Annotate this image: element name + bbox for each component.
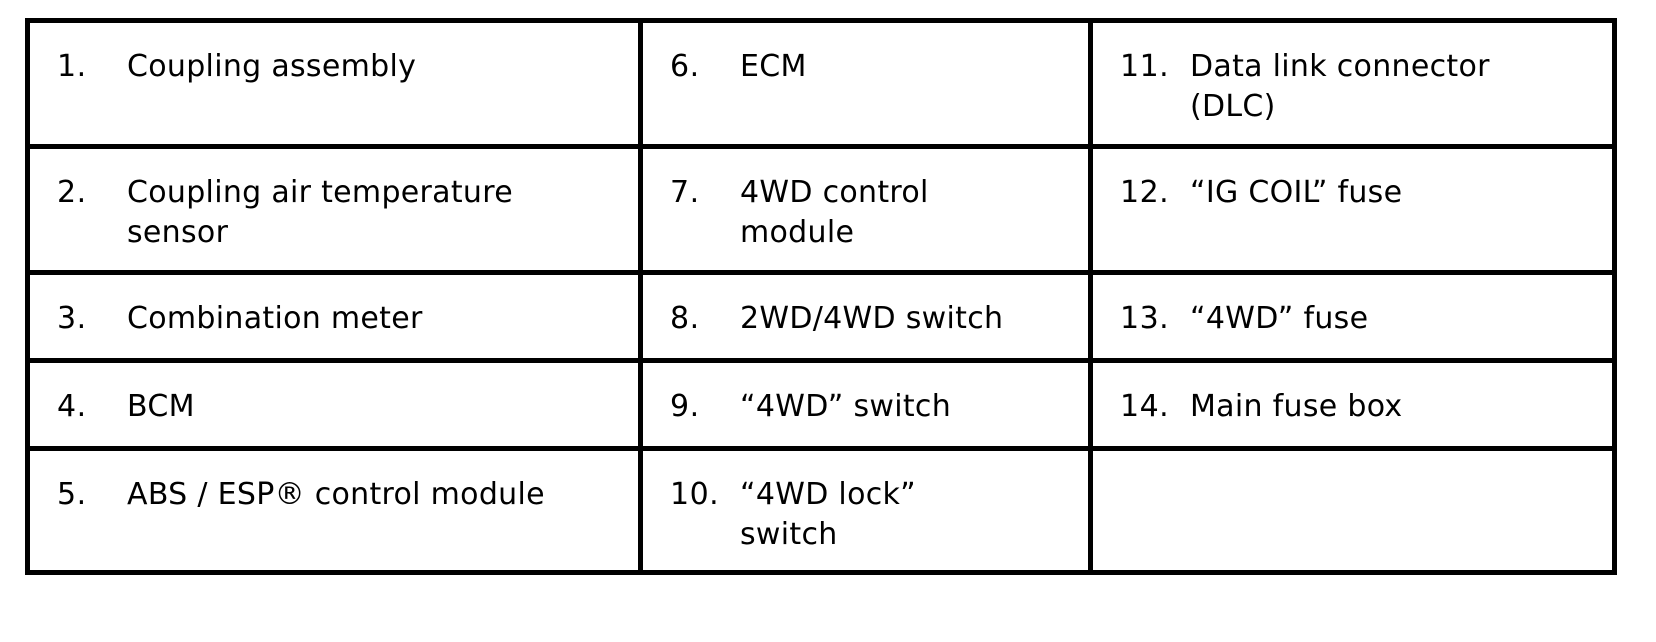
legend-cell-4: 4. BCM: [25, 358, 643, 451]
legend-item-label: Coupling assembly: [127, 49, 417, 84]
legend-item-number: 14.: [1120, 389, 1170, 424]
legend-cell-13: 13. “4WD” fuse: [1088, 270, 1617, 363]
legend-item-number: 6.: [670, 49, 700, 84]
legend-item-label: 2WD/4WD switch: [740, 301, 1004, 336]
table-row: 4. BCM 9. “4WD” switch 14. Main fuse box: [25, 358, 1617, 451]
legend-item-number: 11.: [1120, 49, 1170, 84]
table-row: 5. ABS / ESP® control module 10. “4WD lo…: [25, 446, 1617, 575]
legend-item-label: Coupling air temperature sensor: [127, 175, 513, 250]
table-row: 3. Combination meter 8. 2WD/4WD switch 1…: [25, 270, 1617, 363]
legend-item-label: “4WD” switch: [740, 389, 952, 424]
legend-item-label: Main fuse box: [1190, 389, 1403, 424]
legend-item-number: 8.: [670, 301, 700, 336]
component-legend-table: 1. Coupling assembly 6. ECM 11. Data lin…: [25, 18, 1617, 575]
legend-cell-6: 6. ECM: [638, 18, 1093, 149]
table-row: 2. Coupling air temperature sensor 7. 4W…: [25, 144, 1617, 275]
legend-item-number: 7.: [670, 175, 700, 210]
legend-item-label: Data link connector (DLC): [1190, 49, 1490, 124]
legend-item-label: “IG COIL” fuse: [1190, 175, 1403, 210]
legend-cell-8: 8. 2WD/4WD switch: [638, 270, 1093, 363]
legend-cell-empty: [1088, 446, 1617, 575]
legend-item-number: 4.: [57, 389, 87, 424]
legend-item-number: 1.: [57, 49, 87, 84]
legend-item-number: 2.: [57, 175, 87, 210]
legend-cell-12: 12. “IG COIL” fuse: [1088, 144, 1617, 275]
legend-cell-9: 9. “4WD” switch: [638, 358, 1093, 451]
legend-item-number: 5.: [57, 477, 87, 512]
legend-cell-14: 14. Main fuse box: [1088, 358, 1617, 451]
legend-item-number: 9.: [670, 389, 700, 424]
legend-cell-7: 7. 4WD control module: [638, 144, 1093, 275]
legend-item-number: 10.: [670, 477, 720, 512]
legend-item-label: 4WD control module: [740, 175, 929, 250]
legend-cell-10: 10. “4WD lock” switch: [638, 446, 1093, 575]
table-row: 1. Coupling assembly 6. ECM 11. Data lin…: [25, 18, 1617, 149]
legend-item-number: 3.: [57, 301, 87, 336]
legend-cell-3: 3. Combination meter: [25, 270, 643, 363]
legend-cell-1: 1. Coupling assembly: [25, 18, 643, 149]
legend-item-number: 12.: [1120, 175, 1170, 210]
legend-item-number: 13.: [1120, 301, 1170, 336]
legend-table-container: 1. Coupling assembly 6. ECM 11. Data lin…: [25, 18, 1617, 575]
legend-item-label: “4WD lock” switch: [740, 477, 917, 552]
legend-item-label: ABS / ESP® control module: [127, 477, 545, 512]
legend-cell-11: 11. Data link connector (DLC): [1088, 18, 1617, 149]
legend-item-label: “4WD” fuse: [1190, 301, 1369, 336]
legend-cell-5: 5. ABS / ESP® control module: [25, 446, 643, 575]
legend-item-label: BCM: [127, 389, 195, 424]
legend-item-label: Combination meter: [127, 301, 423, 336]
legend-item-label: ECM: [740, 49, 807, 84]
legend-cell-2: 2. Coupling air temperature sensor: [25, 144, 643, 275]
